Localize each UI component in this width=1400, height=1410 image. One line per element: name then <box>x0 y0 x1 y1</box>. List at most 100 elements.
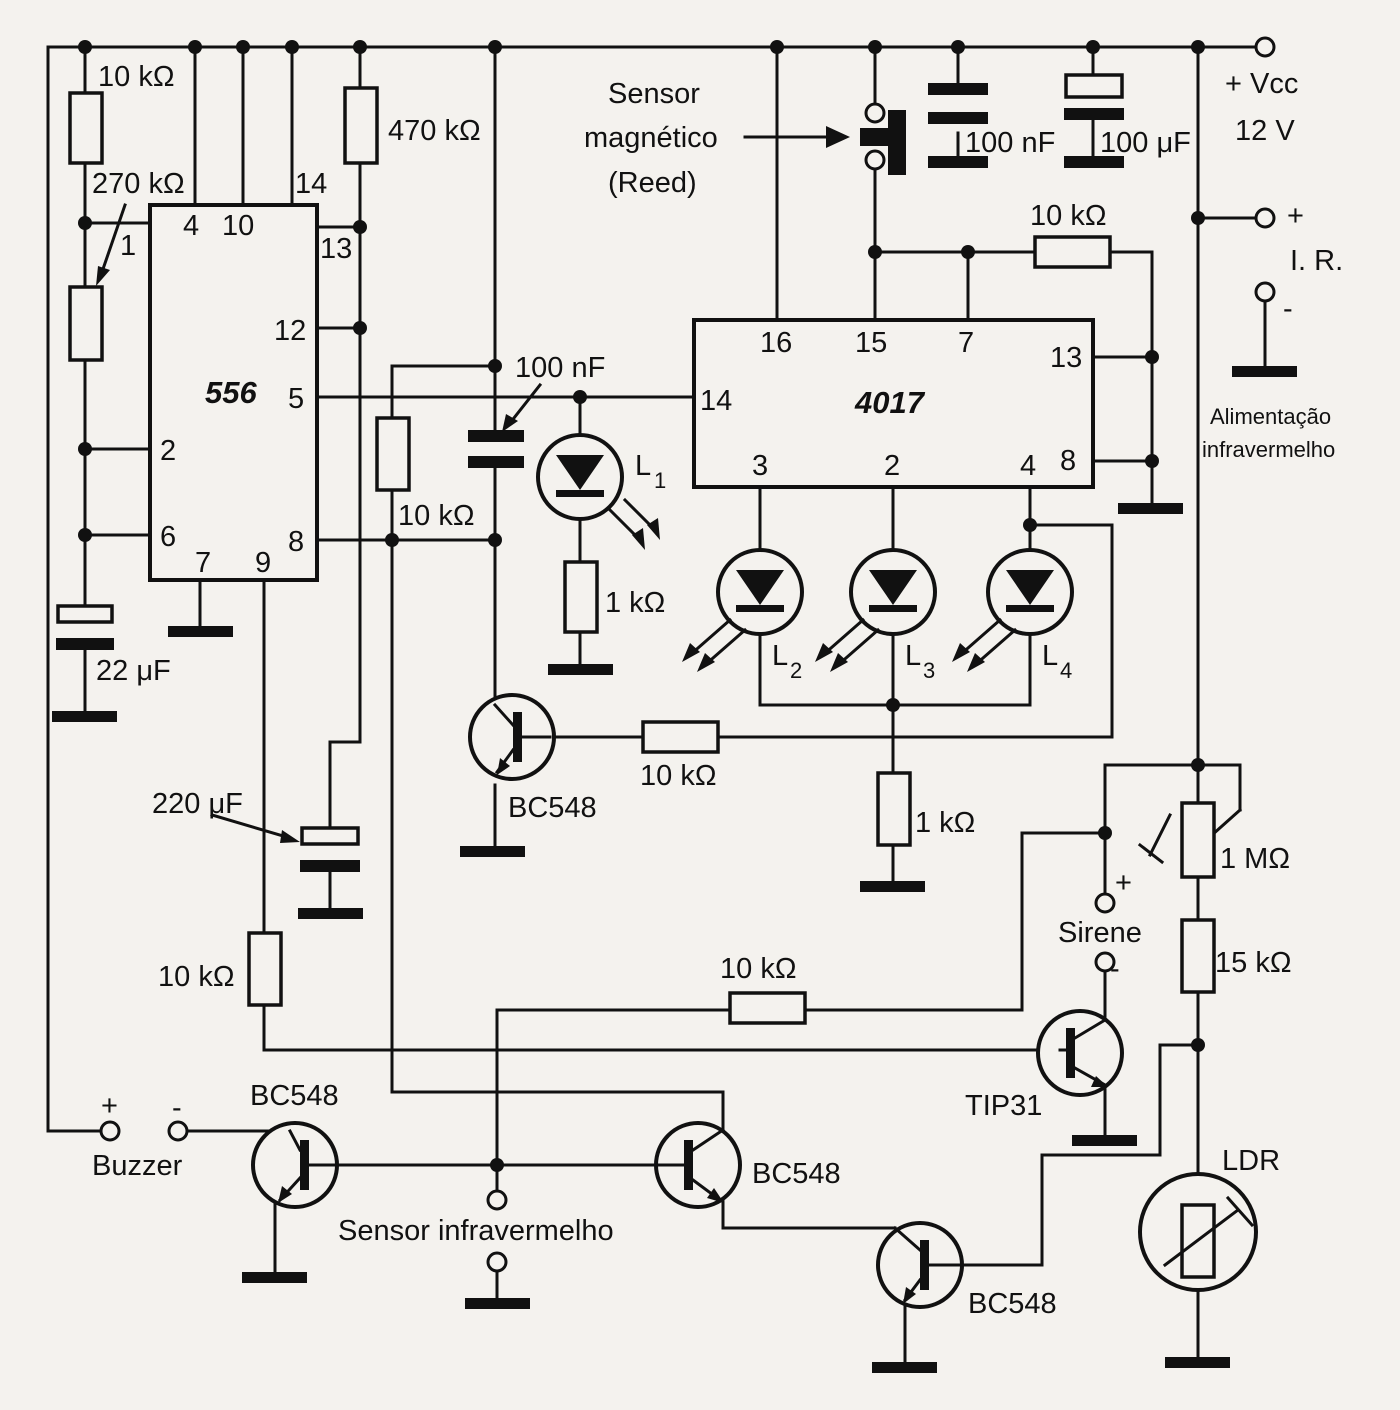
capacitor-22uf-label: 22 μF <box>96 655 171 687</box>
led-l3: L 3 <box>815 548 937 683</box>
ir-sensor-label: Sensor infravermelho <box>338 1215 614 1247</box>
ir-supply-desc-1: Alimentação <box>1210 404 1331 429</box>
capacitor-100nf-supply <box>928 83 988 95</box>
ldr: LDR <box>1138 1145 1280 1292</box>
capacitor-100uf <box>1064 73 1124 99</box>
ic-556-pin-9: 9 <box>255 547 271 579</box>
transistors: BC548 BC548 BC548 <box>250 693 1124 1320</box>
ic-556-pin-2: 2 <box>160 435 176 467</box>
buzzer-label: Buzzer <box>92 1150 183 1182</box>
resistor-10k-pin9-label: 10 kΩ <box>158 961 235 993</box>
potentiometer-1m <box>1180 801 1216 879</box>
ground-symbols <box>52 366 1297 1373</box>
ic-556-pin-7: 7 <box>195 547 211 579</box>
transistor-bc548-buzzer-label: BC548 <box>250 1080 339 1112</box>
reed-label-line2: magnético <box>584 122 718 154</box>
resistor-1k-l1 <box>563 560 599 634</box>
ic-556-pin-4: 4 <box>183 210 199 242</box>
ir-supply-desc-2: infravermelho <box>1202 437 1335 462</box>
ic-4017: 4017 16 15 7 13 14 3 2 4 8 <box>692 318 1095 489</box>
transistor-tip31: TIP31 <box>965 1009 1124 1122</box>
led-l2: L 2 <box>682 548 804 683</box>
transistor-bc548-ir: BC548 <box>648 1121 841 1209</box>
ir-plus-label: + <box>1287 200 1304 232</box>
ic-4017-pin-13: 13 <box>1050 342 1082 374</box>
led-l3-sub: 3 <box>923 658 935 683</box>
reed-switch: Sensor magnético (Reed) <box>584 78 906 199</box>
vcc-value-label: 12 V <box>1235 115 1295 147</box>
resistor-10k-top-left <box>68 91 104 165</box>
led-l1: L 1 <box>536 433 666 550</box>
ic-4017-pin-8: 8 <box>1060 445 1076 477</box>
led-l1-sub: 1 <box>654 468 666 493</box>
resistor-10k-bc548-base-label: 10 kΩ <box>640 760 717 792</box>
resistor-10k-reed-label: 10 kΩ <box>1030 200 1107 232</box>
reed-label-line3: (Reed) <box>608 167 697 199</box>
resistor-10k-556-out <box>375 416 411 492</box>
led-l4-sub: 4 <box>1060 658 1072 683</box>
ic-4017-pin-2: 2 <box>884 450 900 482</box>
led-l1-label: L <box>635 450 651 482</box>
resistor-470k <box>343 86 379 165</box>
resistor-15k-label: 15 kΩ <box>1215 947 1292 979</box>
transistor-bc548-ldr-label: BC548 <box>968 1288 1057 1320</box>
capacitor-220uf <box>300 826 360 846</box>
ir-supply-label: I. R. <box>1290 245 1343 277</box>
ic-556: 556 1 4 10 14 13 12 5 2 6 7 9 8 <box>120 168 352 582</box>
terminals <box>99 36 1276 1273</box>
siren-plus-label: + <box>1115 867 1132 899</box>
vcc-label: + Vcc <box>1225 68 1298 100</box>
resistor-270k <box>68 285 104 362</box>
ic-4017-pin-4: 4 <box>1020 450 1036 482</box>
resistor-10k-556-out-label: 10 kΩ <box>398 500 475 532</box>
reed-label-line1: Sensor <box>608 78 700 110</box>
junction-dots <box>78 40 1205 1172</box>
resistor-1k-led-common <box>876 771 912 847</box>
capacitor-100nf-coupling <box>468 430 524 442</box>
buzzer-minus-label: - <box>172 1092 182 1124</box>
resistor-270k-label: 270 kΩ <box>92 168 185 200</box>
ic-556-pin-12: 12 <box>274 315 306 347</box>
ic-556-pin-14: 14 <box>295 168 327 200</box>
resistor-470k-label: 470 kΩ <box>388 115 481 147</box>
capacitor-100nf-supply-label: 100 nF <box>965 127 1055 159</box>
siren-minus-label: - <box>1110 953 1120 985</box>
capacitor-100uf-label: 100 μF <box>1100 127 1191 159</box>
led-l4-label: L <box>1042 640 1058 672</box>
resistor-10k-pin9 <box>247 931 283 1007</box>
resistor-10k-siren <box>728 991 807 1025</box>
buzzer-plus-label: + <box>101 1090 118 1122</box>
resistor-10k-reed <box>1033 235 1112 269</box>
ic-556-pin-5: 5 <box>288 383 304 415</box>
ldr-label: LDR <box>1222 1145 1280 1177</box>
transistor-tip31-label: TIP31 <box>965 1090 1042 1122</box>
ic-556-name: 556 <box>205 375 257 410</box>
siren-label: Sirene <box>1058 917 1142 949</box>
ic-556-pin-6: 6 <box>160 521 176 553</box>
ic-4017-pin-14: 14 <box>700 385 732 417</box>
leds: L 1 L 2 L 3 <box>536 433 1074 683</box>
transistor-bc548-mid-label: BC548 <box>508 792 597 824</box>
transistor-bc548-ir-label: BC548 <box>752 1158 841 1190</box>
led-l2-label: L <box>772 640 788 672</box>
wires <box>46 45 1267 1367</box>
ic-4017-pin-3: 3 <box>752 450 768 482</box>
led-l2-sub: 2 <box>790 658 802 683</box>
ir-minus-label: - <box>1283 293 1293 325</box>
resistor-10k-top-left-label: 10 kΩ <box>98 61 175 93</box>
resistor-10k-bc548-base <box>641 720 720 754</box>
resistors: 10 kΩ 270 kΩ 470 kΩ 10 kΩ 1 kΩ 10 kΩ 1 k… <box>68 61 1292 1025</box>
resistor-1k-led-common-label: 1 kΩ <box>915 807 975 839</box>
resistor-1k-l1-label: 1 kΩ <box>605 587 665 619</box>
ic-556-pin-1: 1 <box>120 230 136 262</box>
ic-556-pin-10: 10 <box>222 210 254 242</box>
ic-4017-pin-7: 7 <box>958 327 974 359</box>
labels: + Vcc 12 V + I. R. - Alimentação infrave… <box>92 68 1343 1247</box>
led-l3-label: L <box>905 640 921 672</box>
transistor-bc548-ldr: BC548 <box>876 1221 1057 1320</box>
resistor-15k <box>1180 918 1216 994</box>
potentiometer-1m-label: 1 MΩ <box>1220 843 1290 875</box>
capacitor-220uf-label: 220 μF <box>152 788 243 820</box>
ic-556-pin-8: 8 <box>288 526 304 558</box>
